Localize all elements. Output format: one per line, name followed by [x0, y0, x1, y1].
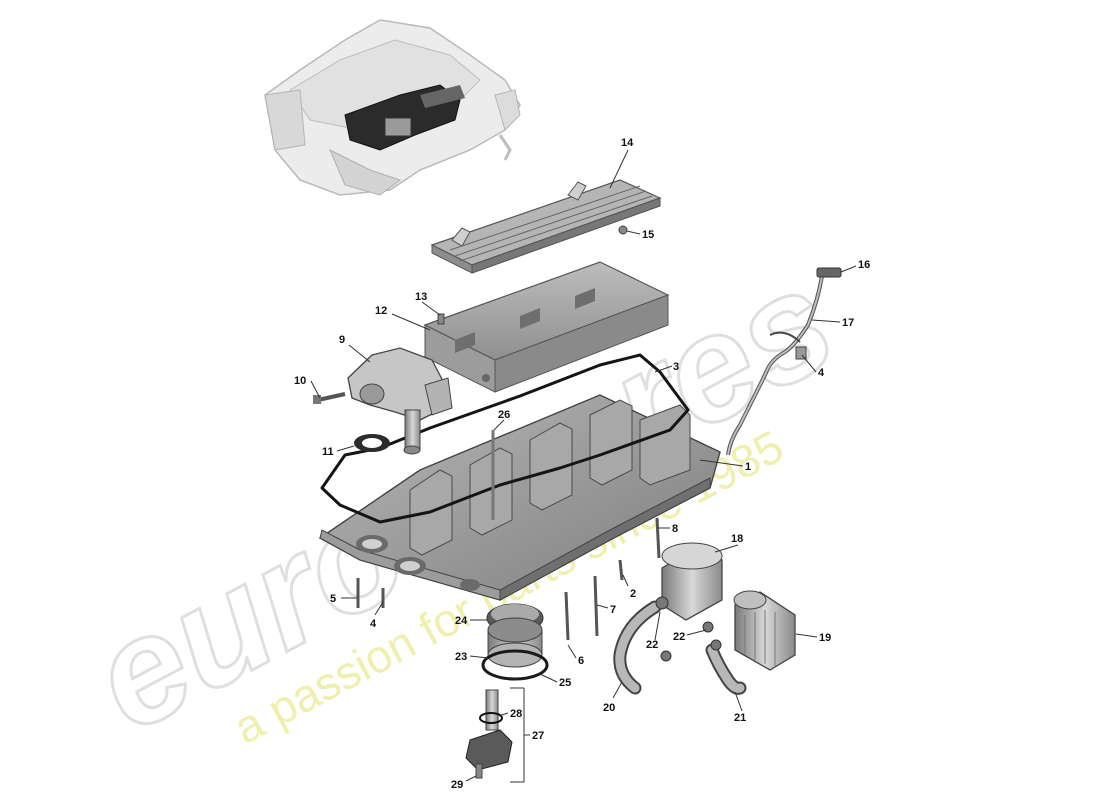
pump-bolt	[313, 392, 346, 404]
oil-pump	[347, 347, 453, 455]
callout-1: 1	[745, 461, 751, 473]
callout-28: 28	[510, 708, 522, 720]
oil-hoses	[613, 596, 747, 695]
callout-29: 29	[451, 779, 463, 791]
callout-27: 27	[532, 730, 544, 742]
callout-3: 3	[673, 361, 679, 373]
callout-5: 5	[330, 593, 336, 605]
dipstick-tube	[726, 267, 842, 456]
baffle-fixing	[437, 313, 445, 325]
oil-strainer-assembly	[481, 603, 549, 681]
callout-9: 9	[339, 334, 345, 346]
callout-labels: 1 2 3 4 4 5 6 7 8 9 10 11 12 13 14 15 16…	[294, 137, 870, 791]
callout-20: 20	[603, 702, 615, 714]
callout-15: 15	[642, 229, 654, 241]
tray-fixing	[618, 225, 628, 235]
callout-7: 7	[610, 604, 616, 616]
callout-26: 26	[498, 409, 510, 421]
callout-6: 6	[578, 655, 584, 667]
callout-4a: 4	[818, 367, 825, 379]
callout-8: 8	[672, 523, 678, 535]
callout-14: 14	[621, 137, 634, 149]
callout-2: 2	[630, 588, 636, 600]
oil-filter-housing	[661, 542, 723, 621]
oil-filter	[733, 590, 796, 671]
engine-overview-illustration	[264, 19, 521, 196]
callout-11: 11	[322, 446, 334, 458]
pump-seal-ring	[354, 434, 390, 452]
callout-16: 16	[858, 259, 870, 271]
callout-21: 21	[734, 712, 746, 724]
callout-24: 24	[455, 615, 468, 627]
callout-12: 12	[375, 305, 387, 317]
callout-25: 25	[559, 677, 571, 689]
callout-17: 17	[842, 317, 854, 329]
callout-23: 23	[455, 651, 467, 663]
baffle-plate	[423, 261, 670, 393]
callout-19: 19	[819, 632, 831, 644]
callout-4b: 4	[370, 618, 377, 630]
callout-18: 18	[731, 533, 743, 545]
windage-tray-upper	[430, 179, 662, 274]
oil-sump-pan	[318, 394, 721, 601]
fastener-bolts	[356, 517, 661, 641]
callout-22b: 22	[673, 631, 685, 643]
callout-22a: 22	[646, 639, 658, 651]
callout-13: 13	[415, 291, 427, 303]
callout-10: 10	[294, 375, 306, 387]
oil-level-sensor	[465, 689, 513, 779]
